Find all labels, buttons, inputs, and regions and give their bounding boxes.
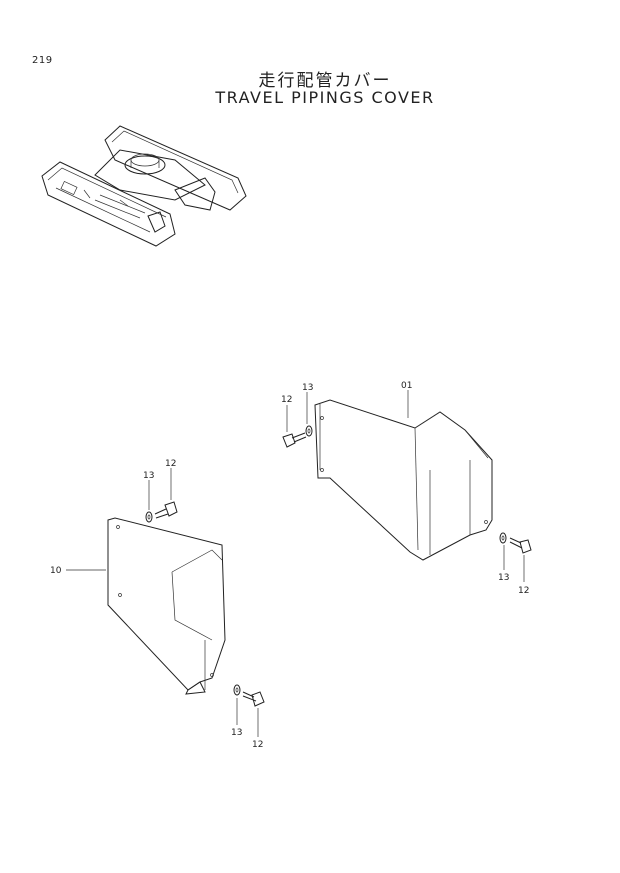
undercarriage-overview-illustration — [41, 125, 247, 247]
callout-12-upper-left: 12 — [165, 459, 176, 469]
callout-13-upper-left: 13 — [143, 471, 154, 481]
left-travel-piping-cover — [107, 517, 226, 695]
callout-13-upper-right: 13 — [302, 383, 313, 393]
washer-lower-right — [499, 532, 507, 544]
callout-13-lower-right: 13 — [498, 573, 509, 583]
title-english: TRAVEL PIPINGS COVER — [215, 88, 435, 107]
page-number: 219 — [32, 55, 53, 66]
callout-12-lower-right: 12 — [518, 586, 529, 596]
callout-13-lower-left: 13 — [231, 728, 242, 738]
right-travel-piping-cover — [314, 399, 493, 561]
bolt-upper-right — [282, 432, 307, 448]
bolt-upper-left — [154, 501, 178, 519]
washer-lower-left — [233, 684, 241, 696]
leader-lines — [66, 390, 525, 737]
callout-10: 10 — [50, 566, 62, 576]
washer-upper-right — [305, 425, 313, 437]
title-japanese: 走行配管カバー — [258, 71, 392, 91]
callout-12-upper-right: 12 — [281, 395, 292, 405]
callout-12-lower-left: 12 — [252, 740, 263, 750]
bolt-lower-left — [242, 691, 265, 707]
callout-01: 01 — [401, 381, 412, 391]
washer-upper-left — [145, 511, 153, 523]
bolt-lower-right — [509, 537, 532, 554]
